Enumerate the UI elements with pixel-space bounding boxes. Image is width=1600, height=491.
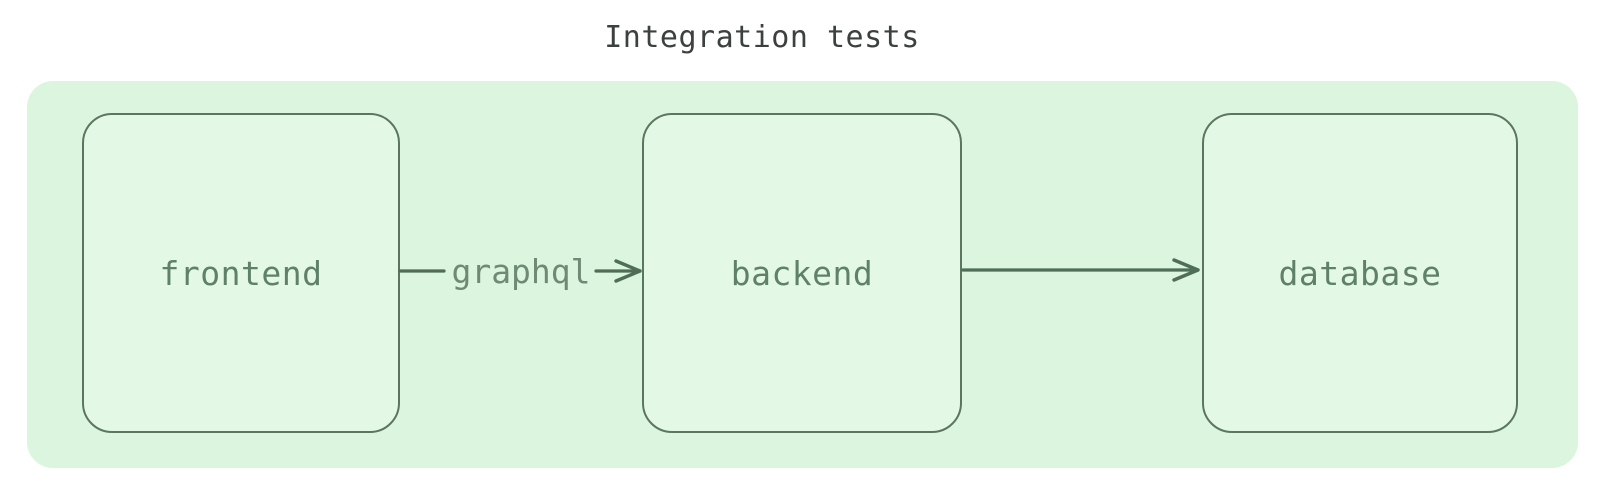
node-backend: backend bbox=[642, 113, 962, 433]
diagram-title: Integration tests bbox=[604, 20, 920, 55]
node-frontend: frontend bbox=[82, 113, 400, 433]
node-backend-label: backend bbox=[730, 253, 874, 293]
node-database-label: database bbox=[1278, 253, 1442, 293]
node-frontend-label: frontend bbox=[159, 253, 323, 293]
node-database: database bbox=[1202, 113, 1518, 433]
